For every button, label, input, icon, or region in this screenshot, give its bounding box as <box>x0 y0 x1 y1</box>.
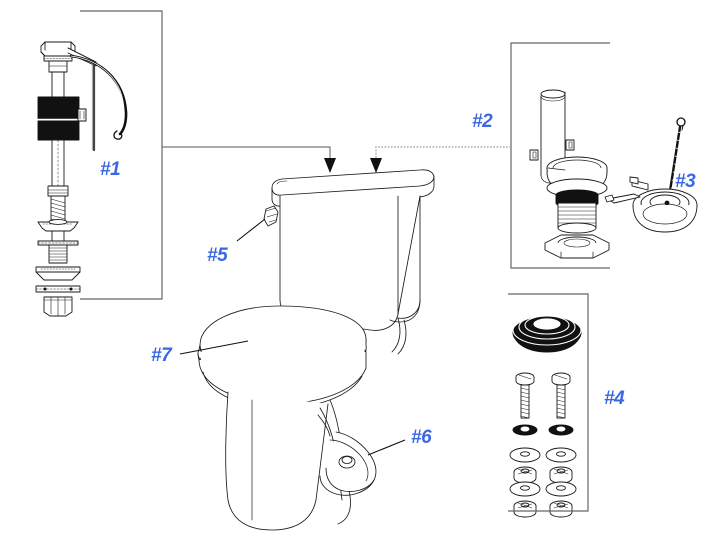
tank-to-bowl-hardware-art <box>509 314 582 518</box>
arrowhead-2 <box>370 158 382 173</box>
arrowhead-1 <box>324 158 336 173</box>
flush-valve-assembly-art <box>529 89 610 259</box>
callout-label-1[interactable]: #1 <box>100 159 121 180</box>
leader-2 <box>375 146 511 158</box>
callout-label-6[interactable]: #6 <box>411 427 432 448</box>
callout-arrowheads <box>324 158 382 173</box>
callout-leaders <box>179 218 406 456</box>
callout-label-7[interactable]: #7 <box>151 345 172 366</box>
callout-label-5[interactable]: #5 <box>207 245 228 266</box>
leader-6 <box>367 439 406 456</box>
fill-valve-assembly-art <box>35 41 128 317</box>
callout-brackets <box>80 10 610 512</box>
bracket-4 <box>508 293 589 512</box>
callout-label-4[interactable]: #4 <box>604 388 625 409</box>
bracket-1 <box>80 10 163 300</box>
leader-5 <box>236 218 266 242</box>
toilet-art <box>197 169 435 531</box>
leader-7 <box>179 340 249 355</box>
callout-label-3[interactable]: #3 <box>675 171 696 192</box>
callout-label-2[interactable]: #2 <box>472 111 493 132</box>
leader-1 <box>162 146 331 158</box>
bracket-2 <box>510 42 610 269</box>
flapper-art <box>604 117 698 233</box>
